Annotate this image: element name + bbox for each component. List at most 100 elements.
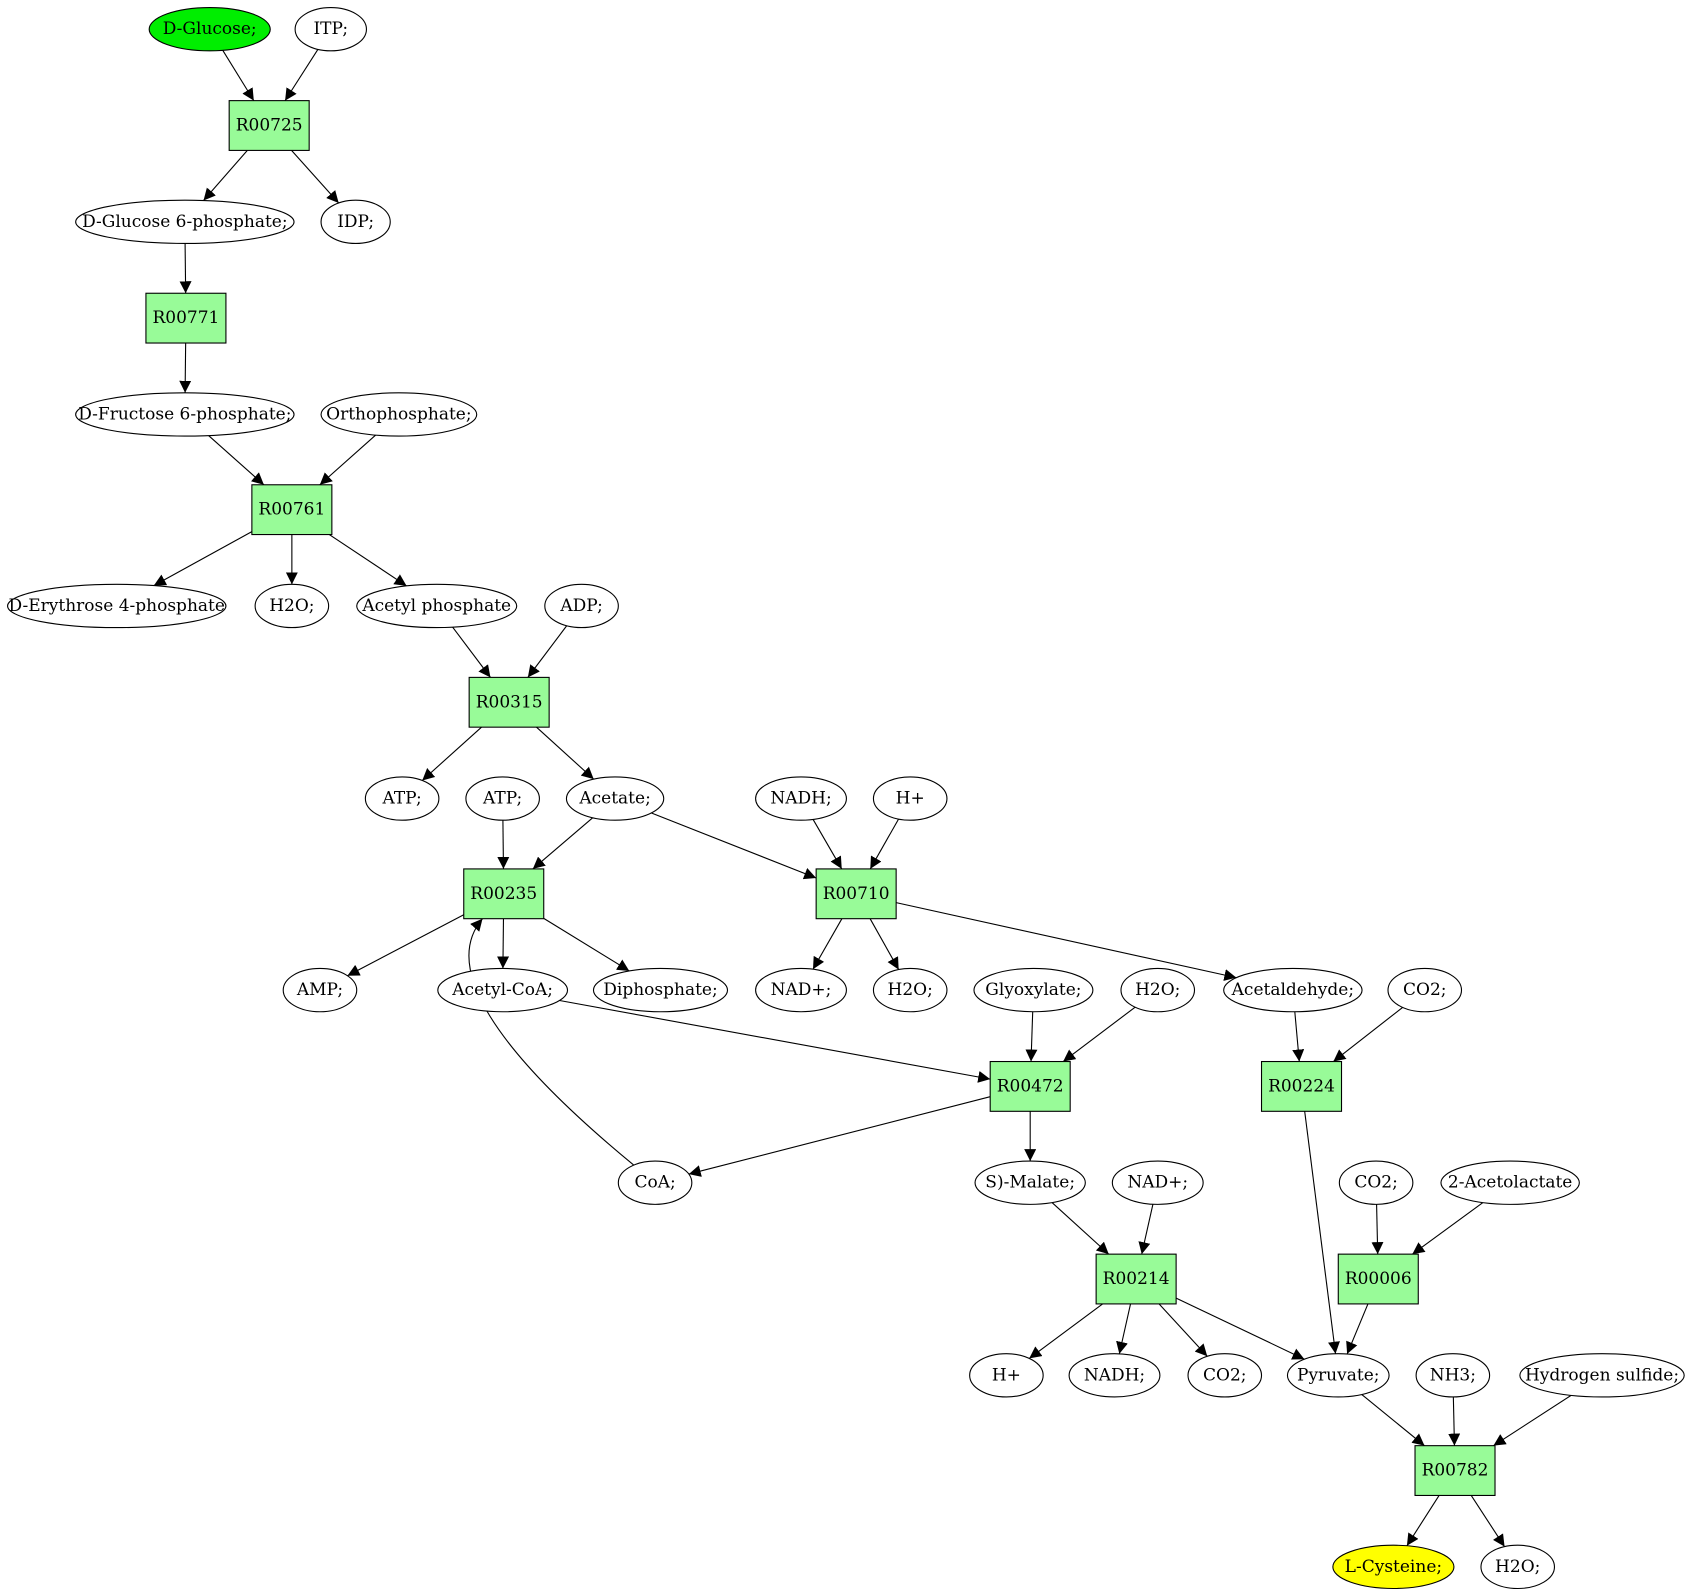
compound-n-nadh-1-node[interactable]: NADH; — [755, 776, 847, 821]
compound-n-h2o-3-node[interactable]: H2O; — [1120, 967, 1196, 1013]
edge-n-acetaldehyde-to-r-00224 — [1292, 1011, 1305, 1062]
reaction-r-00235-node[interactable]: R00235 — [463, 868, 545, 920]
compound-n-g6p-label: D-Glucose 6-phosphate; — [82, 212, 288, 232]
compound-n-e4p-label: D-Erythrose 4-phosphate — [9, 596, 225, 616]
compound-n-atp-2-node[interactable]: ATP; — [465, 776, 540, 821]
compound-n-glyoxylate-shape — [973, 967, 1094, 1013]
compound-n-diphosphate-node[interactable]: Diphosphate; — [592, 967, 729, 1013]
reaction-r-00235-label: R00235 — [470, 884, 537, 904]
compound-n-nadplus-2-node[interactable]: NAD+; — [1111, 1160, 1204, 1205]
compound-n-cysteine-label: L-Cysteine; — [1345, 1557, 1442, 1577]
reaction-r-00315-shape — [468, 676, 550, 728]
reaction-r-00224-node[interactable]: R00224 — [1260, 1060, 1343, 1112]
compound-n-acetaldehyde-node[interactable]: Acetaldehyde; — [1223, 967, 1363, 1013]
compound-n-coa-node[interactable]: CoA; — [617, 1160, 693, 1205]
reaction-r-00761-node[interactable]: R00761 — [251, 484, 333, 536]
reaction-r-00472-label: R00472 — [997, 1076, 1064, 1096]
compound-n-hplus-2-shape — [969, 1353, 1044, 1398]
compound-n-acetolactate-label: 2-Acetolactate — [1448, 1173, 1572, 1193]
edge-n-g6p-to-r-00771 — [179, 243, 192, 294]
edge-r-00214-to-n-co2-3 — [1158, 1303, 1208, 1357]
compound-n-g6p-node[interactable]: D-Glucose 6-phosphate; — [75, 199, 295, 245]
reaction-r-00710-node[interactable]: R00710 — [815, 868, 897, 920]
compound-n-pyruvate-label: Pyruvate; — [1297, 1365, 1379, 1385]
compound-n-f6p-label: D-Fructose 6-phosphate; — [78, 404, 291, 424]
compound-n-acetolactate-node[interactable]: 2-Acetolactate — [1440, 1160, 1580, 1205]
compound-n-cysteine-node[interactable]: L-Cysteine; — [1332, 1544, 1455, 1590]
compound-n-glyoxylate-node[interactable]: Glyoxylate; — [973, 967, 1094, 1013]
compound-n-coa-shape — [617, 1160, 693, 1205]
compound-n-adp-node[interactable]: ADP; — [544, 583, 619, 629]
compound-n-h2o-1-node[interactable]: H2O; — [254, 583, 330, 629]
compound-n-smalate-label: S)-Malate; — [985, 1173, 1075, 1193]
compound-n-co2-3-shape — [1187, 1353, 1263, 1398]
compound-n-co2-1-node[interactable]: CO2; — [1387, 967, 1463, 1013]
compound-n-h2o-4-node[interactable]: H2O; — [1480, 1544, 1556, 1590]
reaction-r-00771-node[interactable]: R00771 — [145, 292, 227, 344]
compound-n-smalate-node[interactable]: S)-Malate; — [974, 1160, 1086, 1205]
compound-n-h2o-2-shape — [872, 967, 948, 1013]
compound-n-e4p-node[interactable]: D-Erythrose 4-phosphate — [7, 583, 227, 629]
compound-n-orthophosphate-label: Orthophosphate; — [326, 404, 471, 424]
compound-n-h2s-node[interactable]: Hydrogen sulfide; — [1519, 1353, 1685, 1398]
edge-n-atp-2-to-r-00235 — [497, 820, 510, 869]
compound-n-co2-2-label: CO2; — [1354, 1173, 1398, 1193]
compound-n-acetylphosphate-node[interactable]: Acetyl phosphate — [356, 583, 518, 629]
compound-n-acetate-label: Acetate; — [578, 789, 650, 809]
compound-n-h2o-2-node[interactable]: H2O; — [872, 967, 948, 1013]
compound-n-itp-label: ITP; — [313, 19, 348, 39]
compound-n-atp-1-node[interactable]: ATP; — [364, 776, 440, 821]
reaction-r-00472-node[interactable]: R00472 — [989, 1060, 1071, 1112]
compound-n-hplus-2-node[interactable]: H+ — [969, 1353, 1044, 1398]
compound-n-nadh-2-node[interactable]: NADH; — [1068, 1353, 1161, 1398]
compound-n-co2-2-node[interactable]: CO2; — [1338, 1160, 1414, 1205]
compound-n-glucose-node[interactable]: D-Glucose; — [148, 7, 271, 52]
reaction-r-00006-node[interactable]: R00006 — [1337, 1253, 1419, 1305]
edge-r-00235-to-n-amp — [347, 914, 465, 977]
edge-n-itp-to-r-00725 — [284, 49, 319, 101]
reaction-r-00761-shape — [251, 484, 333, 536]
edge-n-pyruvate-to-r-00782 — [1361, 1394, 1425, 1447]
edge-r-00725-to-n-g6p — [203, 150, 248, 201]
compound-n-f6p-node[interactable]: D-Fructose 6-phosphate; — [75, 392, 295, 437]
reaction-r-00214-node[interactable]: R00214 — [1095, 1253, 1177, 1305]
compound-n-nadh-1-label: NADH; — [770, 789, 831, 809]
compound-n-acetate-node[interactable]: Acetate; — [565, 776, 665, 821]
compound-n-itp-node[interactable]: ITP; — [294, 7, 368, 52]
compound-n-pyruvate-node[interactable]: Pyruvate; — [1286, 1353, 1390, 1398]
reaction-r-00782-node[interactable]: R00782 — [1414, 1445, 1496, 1496]
reaction-r-00315-node[interactable]: R00315 — [468, 676, 550, 728]
edge-r-00761-to-n-e4p — [153, 531, 253, 587]
compound-n-nadplus-1-node[interactable]: NAD+; — [755, 967, 847, 1013]
compound-n-acetylcoa-node[interactable]: Acetyl-CoA; — [437, 967, 569, 1013]
reaction-r-00725-node[interactable]: R00725 — [228, 100, 310, 151]
compound-n-co2-2-shape — [1338, 1160, 1414, 1205]
compound-n-orthophosphate-node[interactable]: Orthophosphate; — [320, 392, 478, 437]
compound-n-acetaldehyde-label: Acetaldehyde; — [1231, 980, 1354, 1000]
compound-n-e4p-shape — [7, 583, 227, 629]
edge-r-00315-to-n-atp-1 — [421, 726, 482, 781]
compound-n-acetylphosphate-label: Acetyl phosphate — [361, 596, 511, 616]
reaction-r-00235-shape — [463, 868, 545, 920]
compound-n-nadh-2-shape — [1068, 1353, 1161, 1398]
compound-n-co2-3-label: CO2; — [1203, 1365, 1247, 1385]
compound-n-hplus-1-node[interactable]: H+ — [872, 776, 948, 821]
edge-n-glyoxylate-to-r-00472 — [1025, 1011, 1038, 1062]
compound-n-hplus-1-label: H+ — [896, 789, 925, 809]
compound-n-idp-node[interactable]: IDP; — [320, 199, 391, 245]
edge-r-00315-to-n-acetate — [536, 726, 595, 780]
compound-n-nh3-node[interactable]: NH3; — [1415, 1353, 1491, 1398]
compound-n-co2-3-node[interactable]: CO2; — [1187, 1353, 1263, 1398]
compound-n-amp-node[interactable]: AMP; — [282, 967, 358, 1013]
compound-n-co2-1-label: CO2; — [1403, 980, 1447, 1000]
edge-n-h2o-3-to-r-00472 — [1062, 1006, 1136, 1062]
compound-n-idp-label: IDP; — [337, 212, 374, 232]
edge-n-coa-to-r-00235 — [468, 918, 635, 1166]
edge-n-acetate-to-r-00710 — [651, 812, 817, 880]
reaction-r-00710-label: R00710 — [823, 884, 890, 904]
edge-n-f6p-to-r-00761 — [208, 435, 265, 486]
compound-n-atp-1-label: ATP; — [382, 789, 422, 809]
compound-n-amp-shape — [282, 967, 358, 1013]
reaction-r-00472-shape — [989, 1060, 1071, 1112]
